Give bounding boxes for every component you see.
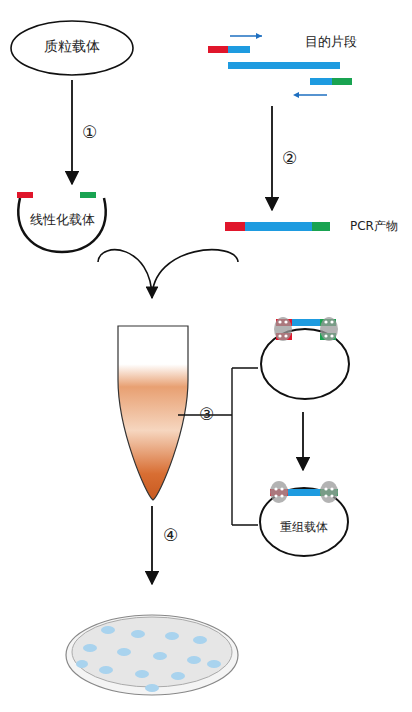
plasmid-ellipse: 质粒载体 — [10, 20, 134, 76]
vector-circle — [261, 329, 349, 399]
linear-vector: 线性化载体 — [12, 188, 112, 254]
arrow — [302, 412, 304, 470]
step-number: ④ — [163, 527, 178, 544]
node-label: 线性化载体 — [12, 212, 112, 228]
pcr-product: PCR产物 — [222, 214, 407, 238]
node-label: 质粒载体 — [10, 38, 134, 55]
connector-arrow — [271, 106, 273, 210]
recombinant-vector: 重组载体 — [256, 478, 352, 558]
node-label: 重组载体 — [256, 520, 352, 534]
merge-line — [98, 250, 152, 298]
step-number: ③ — [199, 406, 214, 423]
node-label: PCR产物 — [350, 219, 398, 233]
step-number: ② — [282, 150, 297, 167]
arrow — [151, 506, 153, 584]
node-shape — [256, 478, 352, 558]
target-fragment: 目的片段 — [205, 28, 355, 102]
tube — [118, 326, 188, 500]
node-label: 目的片段 — [305, 34, 357, 50]
petri-dish — [66, 615, 238, 695]
merge-line — [152, 250, 238, 298]
step-number: ① — [82, 124, 97, 141]
connector-arrow — [71, 80, 73, 184]
bracket — [178, 368, 258, 525]
